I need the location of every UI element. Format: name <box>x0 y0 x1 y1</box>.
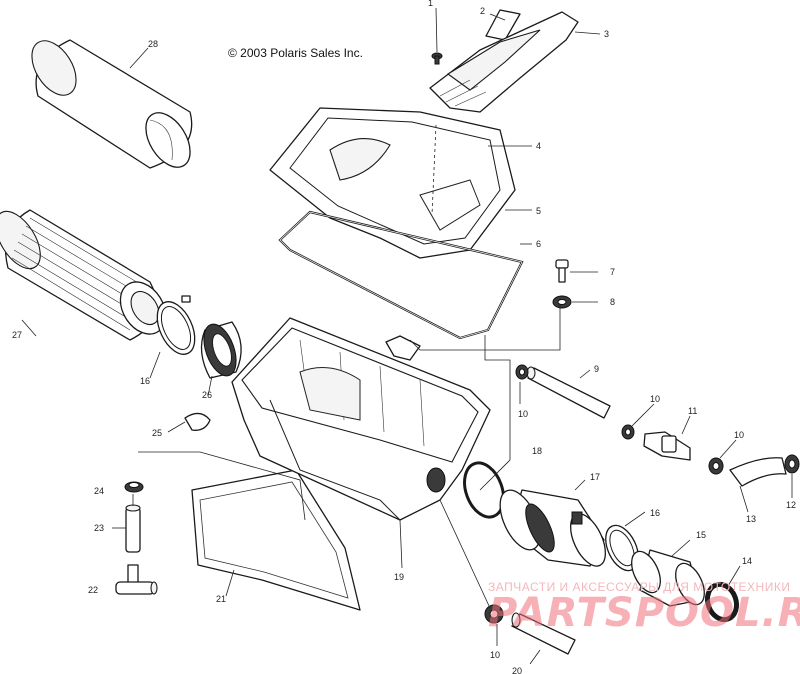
leader-lines <box>21 13 793 665</box>
callout-18: 18 <box>532 446 542 456</box>
callout-3: 3 <box>604 29 609 39</box>
part-6-lid-seal <box>278 210 524 340</box>
callout-1: 1 <box>428 0 433 8</box>
part-20-drain-hose <box>511 612 576 655</box>
part-10-clamp-a <box>515 364 529 380</box>
part-14-clamp <box>704 581 740 623</box>
part-27-air-filter <box>0 209 167 341</box>
callout-15: 15 <box>696 530 706 540</box>
watermark-subtitle: ЗАПЧАСТИ И АКСЕССУАРЫ ДЛЯ МОТОТЕХНИКИ <box>488 580 790 594</box>
part-10-clamp-b <box>621 424 635 440</box>
part-15-sleeve <box>631 549 705 607</box>
part-26-coupler <box>200 321 242 379</box>
part-5-airbox-lid <box>269 107 516 259</box>
callout-4: 4 <box>536 141 541 151</box>
part-21-panel <box>191 469 361 611</box>
part-11-check-valve <box>643 431 691 461</box>
part-17-intake-boot <box>499 489 606 567</box>
callout-10-a: 10 <box>518 409 528 419</box>
callout-19: 19 <box>394 572 404 582</box>
part-25-clip <box>184 412 211 431</box>
watermark: ЗАПЧАСТИ И АКСЕССУАРЫ ДЛЯ МОТОТЕХНИКИ PA… <box>488 580 800 636</box>
part-23-drain-tube <box>125 504 141 553</box>
callout-13: 13 <box>746 514 756 524</box>
callout-12: 12 <box>786 500 796 510</box>
callout-2: 2 <box>480 6 485 16</box>
part-1-screw <box>431 7 443 65</box>
part-18-seal-ring <box>463 461 505 519</box>
callout-23: 23 <box>94 523 104 533</box>
part-7-bolt <box>555 259 569 283</box>
callout-26: 26 <box>202 390 212 400</box>
part-8-washer <box>552 295 572 309</box>
callout-22: 22 <box>88 585 98 595</box>
callout-21: 21 <box>216 594 226 604</box>
callout-11: 11 <box>688 406 697 416</box>
callout-10-b: 10 <box>650 394 660 404</box>
part-10-clamp-c <box>708 457 724 475</box>
callout-9: 9 <box>594 364 599 374</box>
callout-28: 28 <box>148 39 158 49</box>
callout-7: 7 <box>610 267 615 277</box>
callout-14: 14 <box>742 556 752 566</box>
copyright-text: © 2003 Polaris Sales Inc. <box>228 46 363 60</box>
callout-10-c: 10 <box>734 430 744 440</box>
part-13-hose <box>729 457 787 487</box>
callout-10-d: 10 <box>490 650 500 660</box>
callout-6: 6 <box>536 239 541 249</box>
callout-5: 5 <box>536 206 541 216</box>
part-16-clamp-left <box>156 295 196 355</box>
callout-27: 27 <box>12 330 22 340</box>
part-19-airbox-body <box>231 317 491 521</box>
part-10-clamp-d <box>484 604 504 624</box>
callout-20: 20 <box>512 666 522 674</box>
part-9-vent-tube <box>526 366 611 419</box>
part-28-filter-sleeve <box>31 39 193 169</box>
callouts: 28 1 2 3 4 5 6 7 8 9 10 10 10 10 11 12 1… <box>12 0 796 674</box>
callout-25: 25 <box>152 428 162 438</box>
part-3-duct-cover <box>429 11 579 113</box>
part-22-tee-fitting <box>115 564 158 595</box>
callout-8: 8 <box>610 297 615 307</box>
watermark-brand: PARTSPOOL.RU <box>488 590 800 636</box>
callout-16-right: 16 <box>650 508 660 518</box>
part-24-cap <box>124 481 144 493</box>
callout-16-left: 16 <box>140 376 150 386</box>
part-12-end-clamp <box>784 454 800 474</box>
callout-24: 24 <box>94 486 104 496</box>
callout-17: 17 <box>590 472 600 482</box>
